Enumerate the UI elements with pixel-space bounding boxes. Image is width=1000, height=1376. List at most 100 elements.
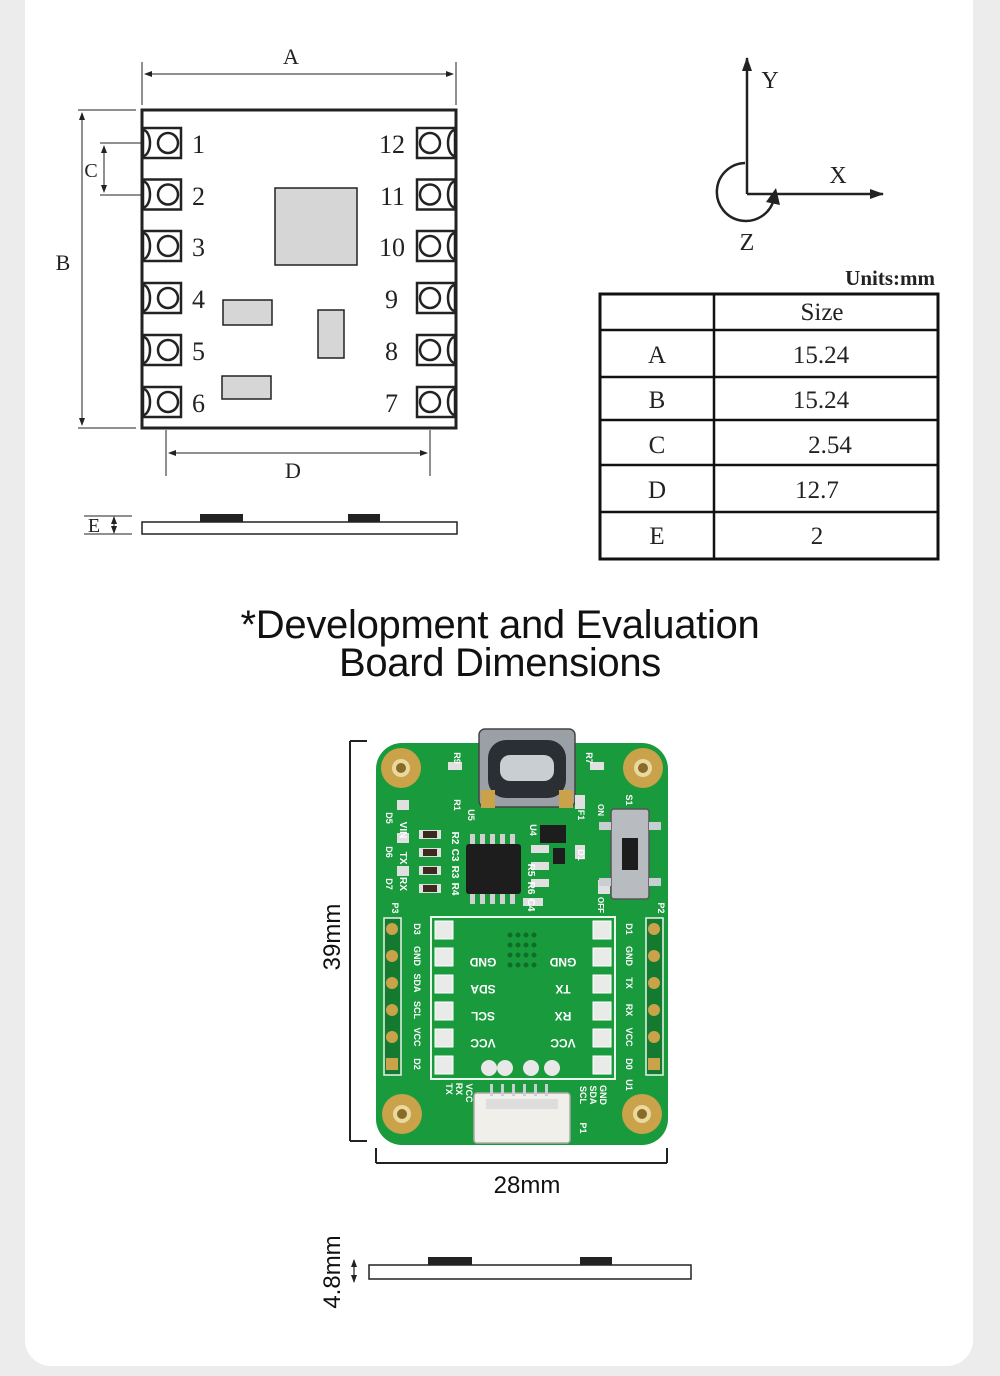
silk-label: R3 xyxy=(449,866,460,879)
pin-numbers-right: 12 11 10 9 8 7 xyxy=(379,130,405,418)
module-drawing: A B C D xyxy=(56,44,458,537)
power-switch xyxy=(599,808,661,900)
module-pads xyxy=(434,920,612,1075)
dim-a-label: A xyxy=(283,44,299,69)
pin-number: 8 xyxy=(385,337,398,366)
pin-number: 12 xyxy=(379,130,405,159)
dimension-b: B xyxy=(56,109,136,429)
pads-left xyxy=(141,126,183,419)
silk-left-pins: D3 GND SDA SCL VCC D2 xyxy=(412,923,422,1070)
pin-header-left xyxy=(383,917,402,1076)
silk-label: F1 xyxy=(576,810,586,821)
silk-label: D1 xyxy=(624,923,634,935)
table-row: A 15.24 xyxy=(648,342,850,369)
silk-label: P3 xyxy=(390,902,400,913)
pin-number: 5 xyxy=(192,337,205,366)
table-row: E 2 xyxy=(649,523,823,550)
silk-label: SCL xyxy=(578,1086,588,1105)
row-label: D xyxy=(648,477,666,504)
dimension-d: D xyxy=(165,430,431,483)
height-dimension-label: 39mm xyxy=(319,904,346,971)
silk-top-labels: R9 R1 U5 R7 S1 ON OFF F1 D1 U4 P2 P3 P1 … xyxy=(384,752,666,1133)
table-row: C 2.54 xyxy=(649,432,853,459)
silk-label: TX xyxy=(397,852,408,865)
silk-label: GND xyxy=(412,946,422,967)
silk-label: VCC xyxy=(464,1083,474,1103)
silk-label: SCL xyxy=(471,1009,495,1023)
axis-y-label: Y xyxy=(761,68,778,94)
silk-label: R6 xyxy=(525,882,536,895)
board-dimensions: 39mm 28mm 4.8mm xyxy=(319,740,692,1309)
silk-label: U5 xyxy=(466,809,476,821)
table-row: D 12.7 xyxy=(648,477,839,504)
silk-label: TX xyxy=(444,1083,454,1095)
row-label: A xyxy=(648,342,666,369)
silk-label: ON xyxy=(596,804,605,816)
silk-label: R5 xyxy=(525,864,536,877)
board-section-title: *Development and Evaluation Board Dimens… xyxy=(0,603,1000,685)
silk-label: D1 xyxy=(576,849,586,861)
table-row: B 15.24 xyxy=(649,387,850,414)
silk-label: SCL xyxy=(412,1001,422,1020)
chip-small-3 xyxy=(221,375,272,400)
silk-label: S1 xyxy=(624,794,634,805)
pads-right xyxy=(415,126,457,419)
silk-label: D5 xyxy=(384,812,394,824)
dim-c-label: C xyxy=(84,160,97,182)
ic-main xyxy=(466,844,521,894)
silk-label: VCC xyxy=(550,1036,576,1050)
pin-number: 7 xyxy=(385,389,398,418)
module-silkscreen-outline xyxy=(430,916,616,1080)
pin-numbers-left: 1 2 3 4 5 6 xyxy=(192,130,205,418)
silk-label: GND xyxy=(598,1085,608,1106)
silk-right-pins: D1 GND TX RX VCC D0 xyxy=(624,923,634,1070)
coordinate-axes: Y X Z xyxy=(715,57,884,256)
pin-number: 1 xyxy=(192,130,205,159)
silk-label: VCC xyxy=(412,1027,422,1047)
pin-number: 3 xyxy=(192,233,205,262)
pin-number: 2 xyxy=(192,182,205,211)
dim-e-label: E xyxy=(88,515,100,537)
board-side-view xyxy=(368,1264,692,1280)
silk-label: P1 xyxy=(578,1122,588,1133)
row-value: 2.54 xyxy=(808,432,852,459)
silk-label: D3 xyxy=(412,923,422,935)
silk-label: R4 xyxy=(449,883,460,896)
silk-label: VCC xyxy=(624,1027,634,1047)
axis-z-label: Z xyxy=(740,230,755,256)
row-value: 12.7 xyxy=(795,477,839,504)
silk-label: R9 xyxy=(452,752,462,764)
silk-label: U4 xyxy=(528,824,538,836)
silk-label: D0 xyxy=(624,1058,634,1070)
chip-main xyxy=(274,187,358,266)
thickness-dimension-label: 4.8mm xyxy=(319,1235,346,1308)
silk-bottom-labels: TX RX VCC GND SDA SCL xyxy=(444,1083,608,1106)
silk-label: R7 xyxy=(584,752,594,764)
silk-label: P2 xyxy=(656,902,666,913)
smd-components xyxy=(397,762,610,906)
silk-inner-labels: GND SDA SCL VCC GND TX RX VCC xyxy=(469,955,576,1050)
pcb-board: D3 GND SDA SCL VCC D2 D1 GND TX RX VCC D… xyxy=(376,728,668,1145)
width-dimension-label: 28mm xyxy=(494,1172,561,1199)
pin-number: 10 xyxy=(379,233,405,262)
row-value: 15.24 xyxy=(793,342,850,369)
board-title-line-1: *Development and Evaluation xyxy=(240,603,760,647)
silk-label: RX xyxy=(624,1004,634,1017)
silk-label: R2 xyxy=(449,832,460,845)
silk-label: SDA xyxy=(588,1085,598,1105)
board-title-line-2: Board Dimensions xyxy=(338,641,662,685)
dim-d-label: D xyxy=(285,458,301,483)
silk-label: C4 xyxy=(525,899,536,912)
row-label: C xyxy=(649,432,666,459)
silk-label: SDA xyxy=(470,982,496,996)
pin-number: 4 xyxy=(192,285,205,314)
silk-label: VCC xyxy=(470,1036,496,1050)
silk-label: GND xyxy=(549,955,576,969)
silk-label: TX xyxy=(624,977,634,989)
silk-label: D7 xyxy=(384,878,394,890)
dimension-a: A xyxy=(141,44,457,105)
pin-number: 11 xyxy=(380,182,405,211)
axis-x-label: X xyxy=(829,163,846,189)
usb-c-connector xyxy=(478,728,576,808)
table-header-size: Size xyxy=(800,299,843,326)
